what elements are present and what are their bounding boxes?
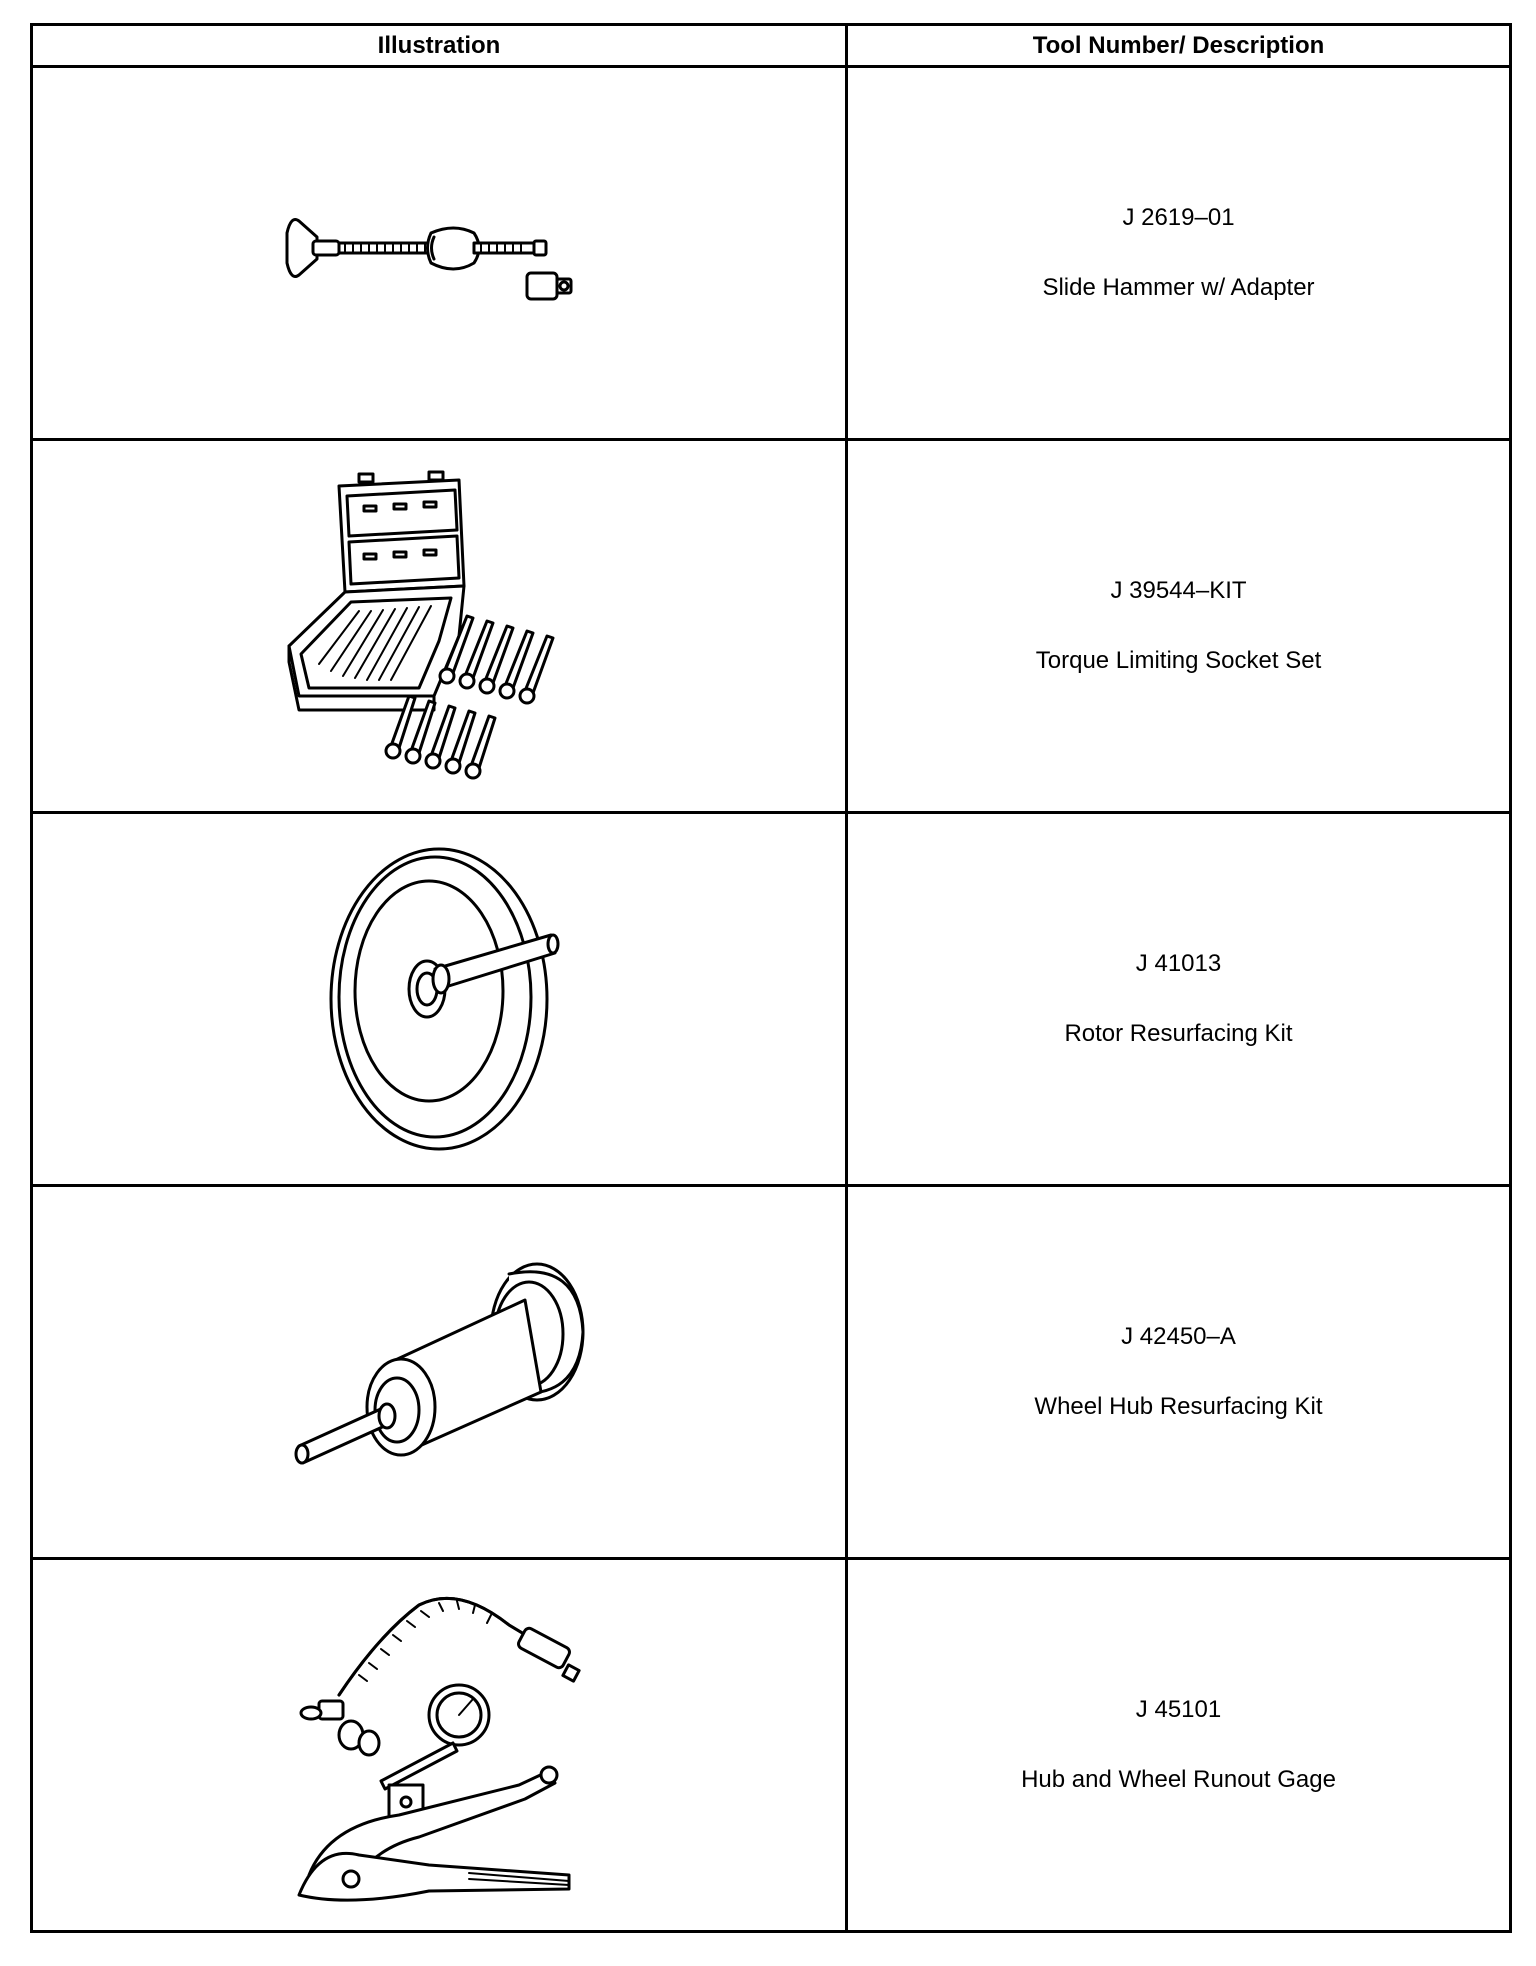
table-row: J 39544–KIT Torque Limiting Socket Set (30, 438, 1512, 814)
illustration-cell (30, 1557, 848, 1933)
tool-description: Slide Hammer w/ Adapter (1042, 274, 1315, 301)
tool-description: Hub and Wheel Runout Gage (1021, 1766, 1336, 1793)
tool-description-cell: J 2619–01 Slide Hammer w/ Adapter (845, 65, 1512, 441)
table-row: J 2619–01 Slide Hammer w/ Adapter (30, 65, 1512, 441)
tool-description-cell: J 42450–A Wheel Hub Resurfacing Kit (845, 1184, 1512, 1560)
wheel-hub-resurfacing-kit-icon (294, 1262, 585, 1465)
tool-number: J 45101 (1135, 1696, 1222, 1723)
table-header-row: Illustration Tool Number/ Description (30, 23, 1512, 68)
illustration-cell (30, 65, 848, 441)
tool-number: J 41013 (1135, 950, 1222, 977)
tool-number: J 42450–A (1121, 1323, 1236, 1350)
tool-description-cell: J 39544–KIT Torque Limiting Socket Set (845, 438, 1512, 814)
tool-number: J 2619–01 (1122, 204, 1235, 231)
tool-column-header: Tool Number/ Description (845, 23, 1512, 68)
slide-hammer-icon (285, 218, 573, 301)
tool-description: Rotor Resurfacing Kit (1064, 1020, 1293, 1047)
rotor-resurfacing-kit-icon (329, 847, 560, 1151)
illustration-cell (30, 438, 848, 814)
table-row: J 42450–A Wheel Hub Resurfacing Kit (30, 1184, 1512, 1560)
table-row: J 45101 Hub and Wheel Runout Gage (30, 1557, 1512, 1933)
runout-gage-icon (297, 1596, 581, 1902)
socket-set-icon (287, 470, 555, 780)
tool-description: Wheel Hub Resurfacing Kit (1034, 1393, 1323, 1420)
tool-description: Torque Limiting Socket Set (1035, 647, 1322, 674)
table-row: J 41013 Rotor Resurfacing Kit (30, 811, 1512, 1187)
illustration-cell (30, 1184, 848, 1560)
illustration-column-header: Illustration (30, 23, 848, 68)
tool-description-cell: J 41013 Rotor Resurfacing Kit (845, 811, 1512, 1187)
tool-description-cell: J 45101 Hub and Wheel Runout Gage (845, 1557, 1512, 1933)
illustration-cell (30, 811, 848, 1187)
tool-number: J 39544–KIT (1110, 577, 1247, 604)
special-tools-table: Illustration Tool Number/ Description (30, 23, 1512, 1933)
